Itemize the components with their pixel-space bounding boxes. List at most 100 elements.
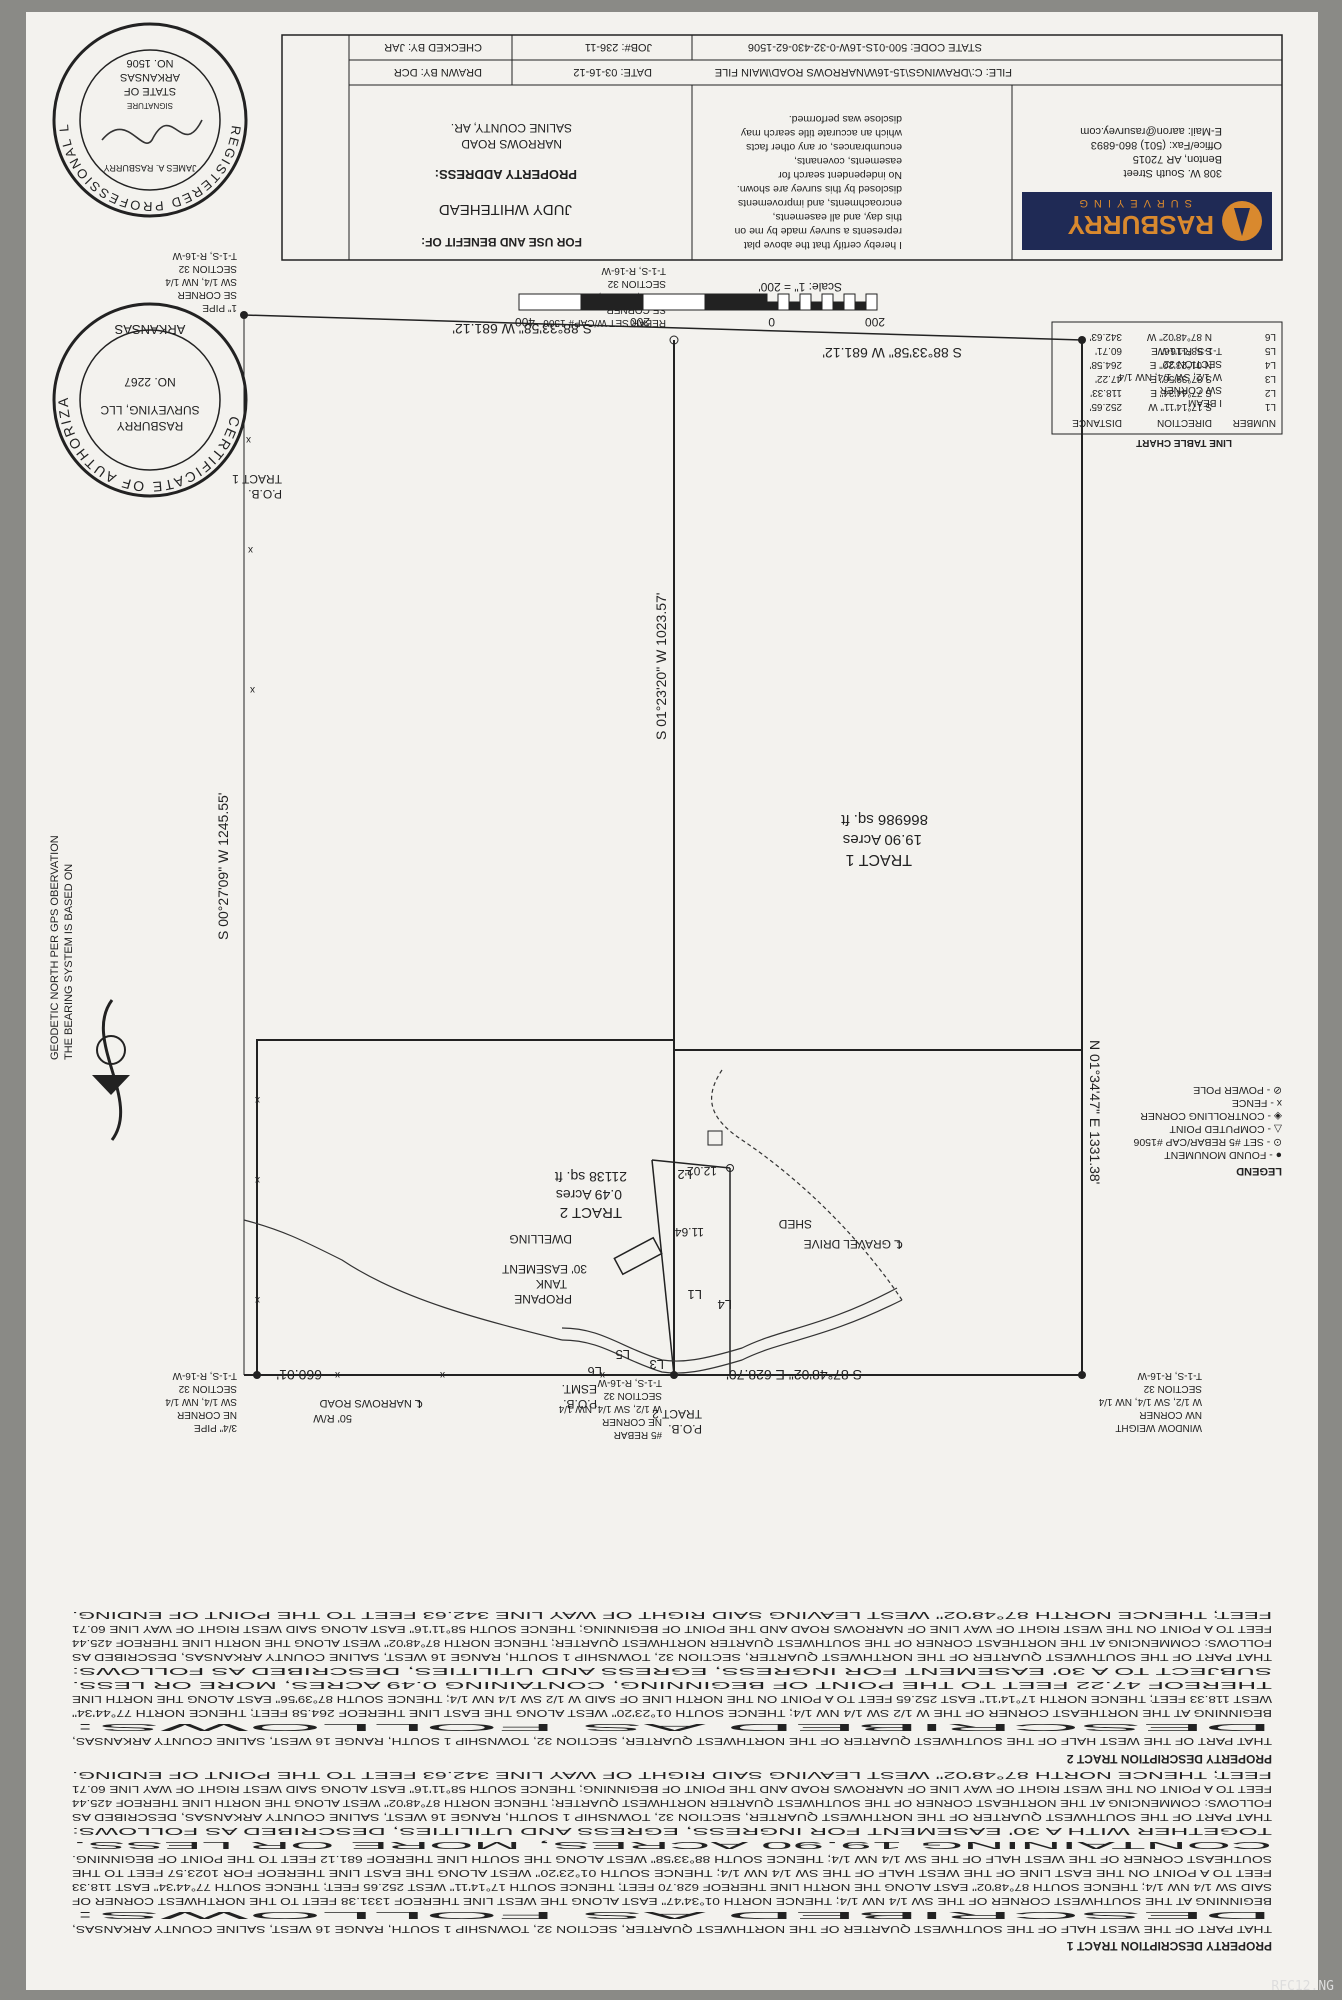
property-address-line-1: NARROWS ROAD [461, 137, 562, 151]
corner-ne-rebar-line-4: SECTION 32 [603, 1390, 662, 1401]
road-easement-curve [711, 1069, 903, 1301]
corner-ne-pipe-line-3: SW 1/4, NW 1/4 [165, 1396, 237, 1407]
corner-ne-rebar-line-5: T-1-S, R-16-W [597, 1377, 662, 1388]
dwelling-footprint [613, 1236, 663, 1276]
certification-line: No independent search for [778, 169, 902, 181]
label-south-inner: S 88°33'58" W 681.12' [822, 345, 962, 361]
line-table-cell: 118.33' [1090, 387, 1122, 398]
line-table-header: NUMBER [1233, 417, 1276, 428]
scale-segment [810, 301, 823, 311]
fence-mark: x [255, 1174, 260, 1185]
corner-se-pipe-line-2: SE CORNER [178, 289, 237, 300]
seal-surveyor-inner-ring [79, 49, 221, 191]
corner-nw-line-1: WINDOW WEIGHT [1115, 1422, 1202, 1433]
corner-ne-pipe-line-1: 3/4" PIPE [194, 1422, 237, 1433]
label-south-outer: S 88°33'58" W 681.12' [452, 321, 592, 337]
line-table-cell: 264.58' [1089, 359, 1122, 370]
line-table-cell: L2 [1264, 387, 1276, 398]
drawn-by-value: DRAWN BY: DCR [394, 66, 482, 78]
scale-segment [518, 293, 582, 311]
monument-far [253, 1371, 261, 1379]
line-table-title: LINE TABLE CHART [1136, 437, 1232, 448]
label-dim-1164: 11.64' [673, 1225, 704, 1239]
fence-mark: x [335, 1369, 340, 1380]
label-pob-tract1-1: P.O.B. [248, 487, 282, 501]
fence-mark: x [600, 1369, 605, 1380]
label-tract-2-name: TRACT 2 [560, 1204, 622, 1221]
description-tract-1-line: TOGETHER WITH A 30' EASEMENT FOR INGRESS… [72, 1825, 1272, 1837]
label-L3: L3 [650, 1357, 664, 1372]
corner-ne-pipe-line-4: SECTION 32 [178, 1383, 237, 1394]
label-pob-tract1-2: TRACT 1 [232, 472, 282, 486]
line-table-cell: 342.63' [1089, 331, 1122, 342]
corner-sw-line-5: T-1-S, R-16-W [1157, 345, 1222, 356]
fence-mark: x [440, 1369, 445, 1380]
scale-segment [766, 301, 779, 311]
line-table: LINE TABLE CHART NUMBERDIRECTIONDISTANCE… [1051, 321, 1283, 448]
description-tract-1-line: SAID SW 1/4 NW 1/4; THENCE SOUTH 87°48'0… [72, 1881, 1272, 1893]
seal-authorization-line-4: ARKANSAS [114, 322, 185, 337]
label-far-east-line: S 00°27'09" W 1245.55' [215, 793, 231, 940]
line-table-cell: S 77°44'34" E [1150, 387, 1212, 398]
monument-ne [670, 1371, 678, 1379]
label-road: ℄ NARROWS ROAD [320, 1397, 423, 1409]
corner-ne-pipe-line-5: T-1-S, R-16-W [172, 1370, 237, 1381]
legend: LEGEND ● - FOUND MONUMENT⊙ - SET #5 REBA… [1133, 1084, 1282, 1177]
scale-segment [777, 293, 790, 311]
scale-tick-label: 0 [768, 315, 775, 329]
description-tract-1-line: THAT PART OF THE SOUTHWEST QUARTER OF TH… [72, 1811, 1272, 1823]
label-north-line: S 87°48'02" E 628.70' [726, 1367, 862, 1383]
corner-ne-rebar-label: #5 REBAR NE CORNER W 1/2, SW 1/4, NW 1/4… [558, 1377, 662, 1440]
seal-authorization-outer-ring [52, 302, 248, 498]
legend-item: ◈ - CONTROLLING CORNER [1140, 1110, 1282, 1122]
description-tract-1-heading: PROPERTY DESCRIPTION TRACT 1 [1067, 1939, 1272, 1953]
company-sub: SURVEYING [1073, 197, 1192, 209]
north-arrow-head-icon [92, 1075, 130, 1095]
north-arrow-icon [101, 999, 123, 1141]
label-shed: SHED [778, 1217, 812, 1231]
label-L6: L6 [588, 1364, 602, 1379]
north-arrow-ring-icon [96, 1035, 126, 1065]
description-tract-1-line: FOLLOWS: COMMENCING AT THE NORTHEAST COR… [72, 1797, 1272, 1809]
parcel-lines [243, 314, 1083, 1376]
corner-sw-line-3: W 1/2, SW 1/4, NW 1/4 [1118, 371, 1222, 382]
company-address-4: E-Mail: aaron@rasurvey.com [1080, 125, 1222, 137]
label-tract-2-sqft: 21138 sq. ft [555, 1169, 627, 1185]
file-path: FILE: C:\DRAWINGS\15-16W\NARROWS ROAD\MA… [715, 66, 1012, 78]
corner-nw-label: WINDOW WEIGHT NW CORNER W 1/2, SW 1/4, N… [1098, 1370, 1202, 1433]
company-address-3: Office/Fax: (501) 860-6893 [1091, 139, 1222, 151]
label-pob-tract2-2: TRACT 2 [652, 1407, 702, 1421]
corner-nw-line-2: NW CORNER [1139, 1409, 1202, 1420]
monument-se-rebar [669, 335, 679, 345]
seal-authorization-inner-ring [79, 329, 221, 471]
line-table-header: DIRECTION [1157, 417, 1212, 428]
certification-text: I hereby certify that the above platrepr… [734, 113, 903, 251]
corner-ne-rebar-line-2: NE CORNER [602, 1416, 662, 1427]
bearing-note-line-1: THE BEARING SYSTEM IS BASED ON [63, 864, 75, 1060]
corner-se-pipe-line-5: T-1-S, R-16-W [172, 250, 237, 261]
description-tract-2-line: FEET TO A POINT ON THE WEST RIGHT OF WAY… [72, 1623, 1272, 1635]
fence-mark: x [250, 684, 255, 695]
label-row: 50' R/W [313, 1412, 352, 1424]
plat-labels: S 87°48'02" E 628.70' 660.01' N 01°34'47… [215, 321, 1103, 1436]
description-tract-2-line: DESCRIBED AS FOLLOWS: [72, 1721, 1272, 1733]
corner-se-pipe-line-3: SW 1/4, NW 1/4 [165, 276, 237, 287]
legend-item: △ - COMPUTED POINT [1169, 1123, 1282, 1135]
line-south-outer [243, 314, 1083, 341]
certification-line: encumbrances, or any other facts [746, 141, 902, 153]
certification-line: encroachments, and improvements [738, 197, 902, 209]
description-tract-1: PROPERTY DESCRIPTION TRACT 1 THAT PART O… [72, 1769, 1272, 1953]
seal-authorization-line-1: RASBURRY [117, 419, 183, 433]
label-propane-2: TANK [536, 1277, 567, 1291]
job-number: JOB#: 236-11 [585, 41, 652, 53]
legend-item: ⊘ - POWER POLE [1193, 1084, 1282, 1096]
certification-line: disclosed by this survey are shown. [737, 183, 902, 195]
description-tract-1-line: FEET TO A POINT ON THE EAST LINE OF THE … [72, 1867, 1272, 1879]
scale-segment [865, 293, 878, 311]
shed-footprint [707, 1130, 723, 1146]
label-tract-1-acres: 19.90 Acres [843, 831, 922, 848]
label-L1: L1 [688, 1287, 702, 1302]
